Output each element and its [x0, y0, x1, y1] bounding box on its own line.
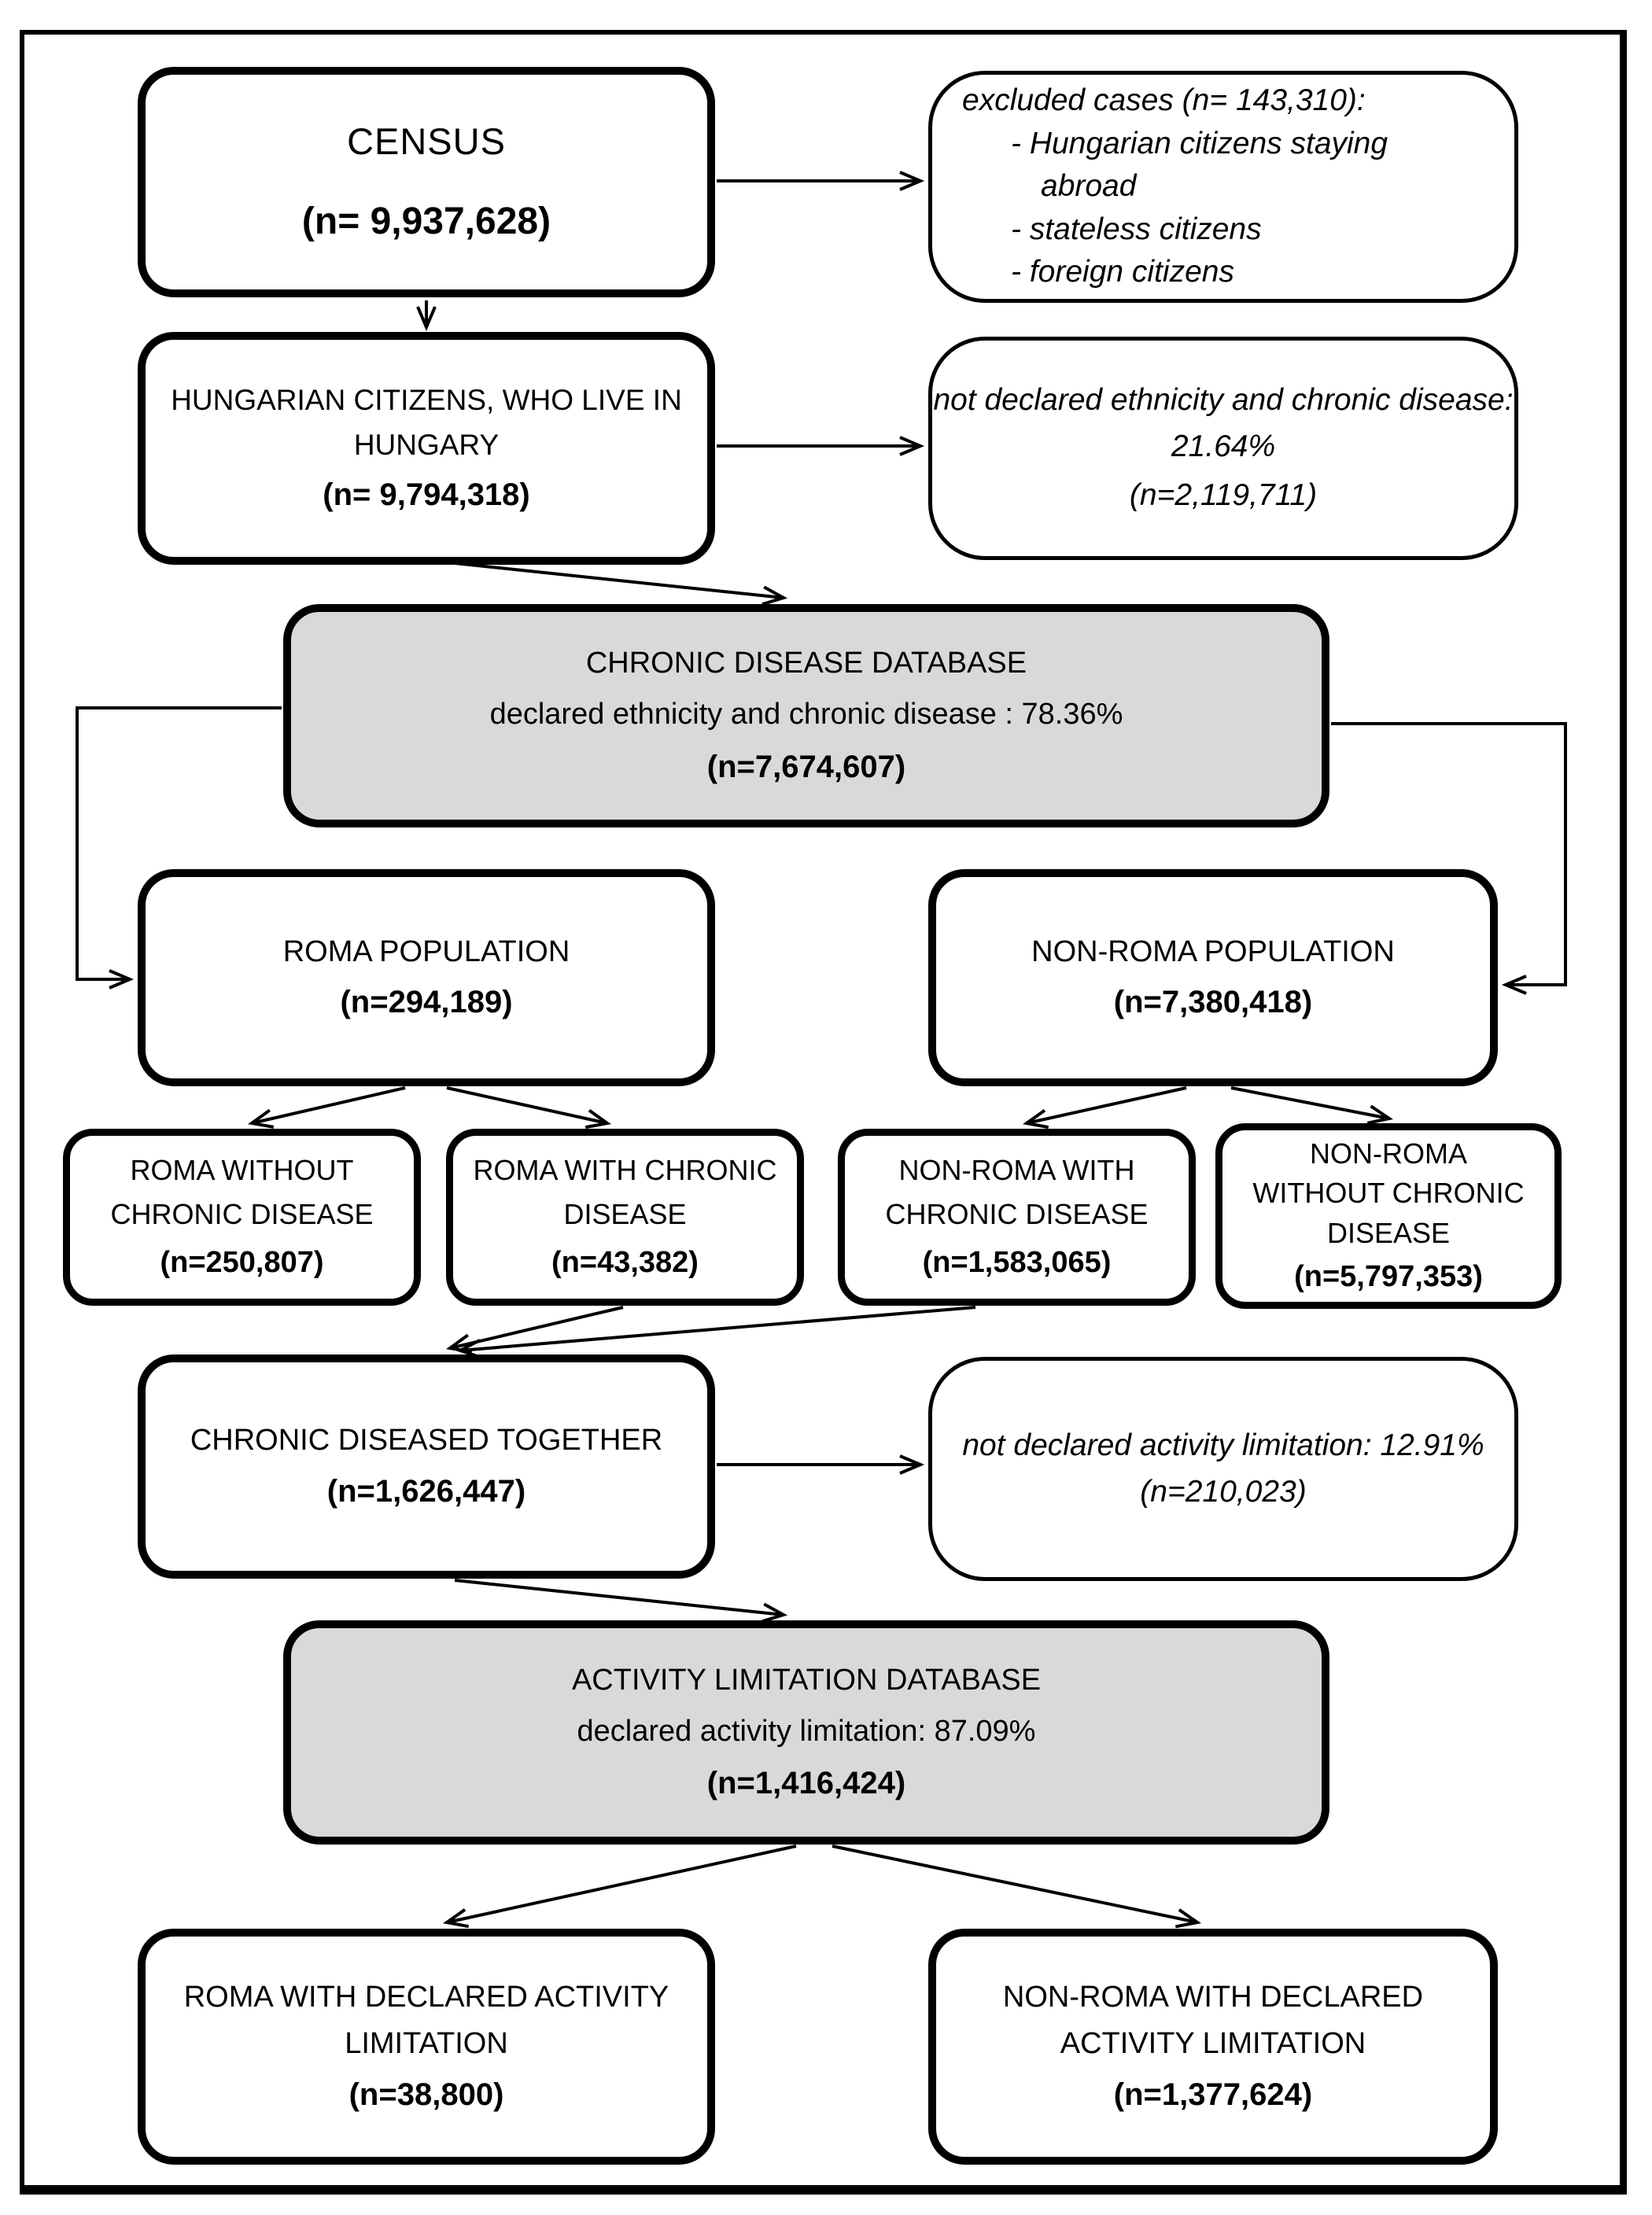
node-non-roma-without-chronic-disease: NON-ROMA WITHOUT CHRONIC DISEASE (n=5,79… [1215, 1123, 1562, 1309]
connector-roma-to-roma-without-cd [247, 1086, 406, 1129]
non-roma-with-cd-count: (n=1,583,065) [922, 1245, 1112, 1279]
excluded-cases-bullet-1-continuation: abroad [1041, 169, 1137, 204]
node-not-declared-ethnicity: not declared ethnicity and chronic disea… [928, 337, 1518, 560]
connector-roma-to-roma-with-cd [446, 1086, 612, 1130]
node-not-declared-activity-limitation: not declared activity limitation: 12.91%… [928, 1357, 1518, 1581]
activity-limitation-database-title: ACTIVITY LIMITATION DATABASE [571, 1663, 1042, 1697]
activity-limitation-database-subtitle: declared activity limitation: 87.09% [577, 1714, 1036, 1748]
non-roma-activity-limitation-count: (n=1,377,624) [1113, 2077, 1313, 2112]
excluded-cases-heading: excluded cases (n= 143,310): [962, 83, 1366, 118]
chronic-disease-database-title: CHRONIC DISEASE DATABASE [585, 647, 1027, 680]
connector-non-roma-to-non-roma-with-cd [1022, 1086, 1187, 1130]
roma-activity-limitation-title: ROMA WITH DECLARED ACTIVITY LIMITATION [183, 1981, 669, 2060]
hungarian-citizens-count: (n= 9,794,318) [323, 477, 530, 513]
connector-roma-with-cd-to-chronic-together [446, 1306, 624, 1354]
census-title: CENSUS [347, 120, 506, 162]
roma-with-cd-title: ROMA WITH CHRONIC DISEASE [473, 1154, 777, 1231]
census-count: (n= 9,937,628) [301, 200, 551, 242]
node-activity-limitation-database: ACTIVITY LIMITATION DATABASE declared ac… [283, 1620, 1329, 1845]
excluded-cases-bullet-3: - foreign citizens [1011, 255, 1234, 289]
chronic-diseased-together-count: (n=1,626,447) [326, 1473, 526, 1509]
non-roma-with-cd-title: NON-ROMA WITH CHRONIC DISEASE [885, 1154, 1149, 1231]
node-roma-without-chronic-disease: ROMA WITHOUT CHRONIC DISEASE (n=250,807) [63, 1129, 421, 1306]
roma-population-title: ROMA POPULATION [282, 934, 570, 968]
roma-without-cd-title: ROMA WITHOUT CHRONIC DISEASE [110, 1154, 374, 1231]
non-roma-without-cd-count: (n=5,797,353) [1294, 1259, 1483, 1293]
not-declared-ethnicity-text: not declared ethnicity and chronic disea… [933, 383, 1514, 463]
roma-without-cd-count: (n=250,807) [160, 1245, 324, 1279]
connector-database-to-non-roma-population [1331, 722, 1567, 995]
chronic-disease-database-count: (n=7,674,607) [706, 749, 906, 784]
node-chronic-diseased-together: CHRONIC DISEASED TOGETHER (n=1,626,447) [138, 1354, 715, 1579]
node-roma-with-chronic-disease: ROMA WITH CHRONIC DISEASE (n=43,382) [446, 1129, 804, 1306]
not-declared-activity-limitation-text: not declared activity limitation: 12.91%… [962, 1428, 1484, 1509]
chronic-diseased-together-title: CHRONIC DISEASED TOGETHER [190, 1424, 663, 1458]
connector-non-roma-to-non-roma-without-cd [1230, 1086, 1394, 1125]
not-declared-ethnicity-count: (n=2,119,711) [1129, 478, 1318, 513]
roma-activity-limitation-count: (n=38,800) [348, 2077, 504, 2112]
connector-database-to-roma-population [76, 706, 282, 990]
node-roma-population: ROMA POPULATION (n=294,189) [138, 869, 715, 1086]
node-non-roma-with-chronic-disease: NON-ROMA WITH CHRONIC DISEASE (n=1,583,0… [838, 1129, 1196, 1306]
non-roma-without-cd-line-1: NON-ROMA [1310, 1137, 1467, 1170]
node-non-roma-with-declared-activity-limitation: NON-ROMA WITH DECLARED ACTIVITY LIMITATI… [928, 1929, 1498, 2165]
excluded-cases-bullet-2: - stateless citizens [1011, 212, 1262, 246]
connector-hungarian-to-chronic-disease-database [454, 562, 788, 606]
node-hungarian-citizens: HUNGARIAN CITIZENS, WHO LIVE IN HUNGARY … [138, 332, 715, 565]
connector-chronic-together-to-activity-database [454, 1579, 788, 1623]
node-census: CENSUS (n= 9,937,628) [138, 67, 715, 297]
connector-activity-database-to-non-roma-limitation [832, 1845, 1202, 1929]
connector-non-roma-with-cd-to-chronic-together [455, 1306, 976, 1359]
activity-limitation-database-count: (n=1,416,424) [706, 1766, 906, 1801]
node-roma-with-declared-activity-limitation: ROMA WITH DECLARED ACTIVITY LIMITATION (… [138, 1929, 715, 2165]
chronic-disease-database-subtitle: declared ethnicity and chronic disease :… [489, 698, 1123, 731]
non-roma-activity-limitation-title: NON-ROMA WITH DECLARED ACTIVITY LIMITATI… [1002, 1981, 1424, 2060]
non-roma-without-cd-line-3: DISEASE [1326, 1216, 1451, 1249]
node-excluded-cases: excluded cases (n= 143,310): - Hungarian… [928, 71, 1518, 303]
node-non-roma-population: NON-ROMA POPULATION (n=7,380,418) [928, 869, 1498, 1086]
node-chronic-disease-database: CHRONIC DISEASE DATABASE declared ethnic… [283, 604, 1329, 827]
non-roma-population-title: NON-ROMA POPULATION [1031, 934, 1395, 968]
roma-population-count: (n=294,189) [340, 985, 513, 1020]
roma-with-cd-count: (n=43,382) [551, 1245, 699, 1279]
connector-activity-database-to-roma-limitation [442, 1845, 797, 1929]
excluded-cases-bullet-1: - Hungarian citizens staying [1011, 126, 1388, 160]
non-roma-population-count: (n=7,380,418) [1113, 985, 1313, 1020]
non-roma-without-cd-line-2: WITHOUT CHRONIC [1252, 1177, 1525, 1210]
hungarian-citizens-title: HUNGARIAN CITIZENS, WHO LIVE IN HUNGARY [171, 383, 682, 461]
